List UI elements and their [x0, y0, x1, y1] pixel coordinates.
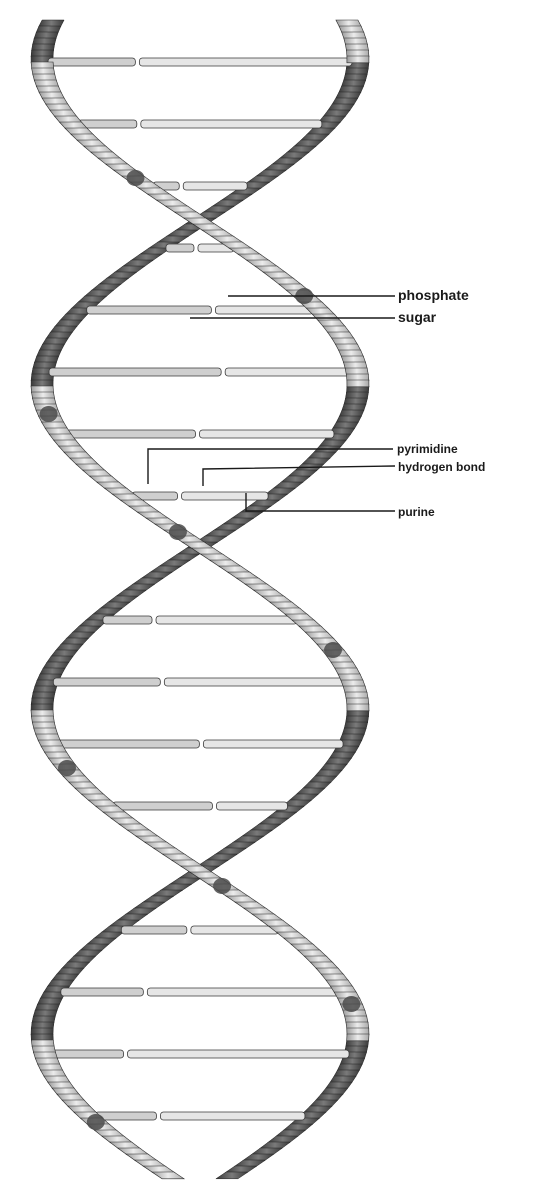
base-rung [87, 306, 212, 314]
sugar-spot [87, 1114, 105, 1130]
base-rung [66, 430, 195, 438]
base-rung [203, 740, 343, 748]
front-strand [31, 20, 369, 1179]
sugar-spot [213, 878, 231, 894]
base-rung [51, 1050, 124, 1058]
sugar-spot [169, 524, 187, 540]
base-rung [191, 926, 279, 934]
sugar-label: sugar [398, 309, 437, 325]
strand-segment [347, 380, 369, 387]
base-rung [160, 1112, 304, 1120]
base-rung [183, 182, 247, 190]
strand-segment [152, 1172, 184, 1179]
base-rung [61, 988, 143, 996]
sugar-spot [58, 760, 76, 776]
base-rung [156, 616, 297, 624]
sugar-spot [40, 406, 58, 422]
purine-label: purine [398, 505, 435, 519]
base-rung [182, 492, 269, 500]
base-rung [164, 678, 346, 686]
hydrogen-bond-label: hydrogen bond [398, 460, 485, 474]
strand-segment [347, 704, 369, 711]
strand-segment [347, 56, 369, 63]
base-rung [78, 120, 137, 128]
base-rung [53, 678, 160, 686]
base-rung [95, 1112, 156, 1120]
base-rung [128, 1050, 349, 1058]
sugar-spot [127, 170, 145, 186]
base-rung [216, 802, 287, 810]
base-rung [225, 368, 351, 376]
base-rung [103, 616, 152, 624]
base-rung [121, 926, 187, 934]
base-rung [49, 368, 221, 376]
base-rung [139, 58, 352, 66]
base-rung [147, 988, 339, 996]
pyrimidine-label: pyrimidine [397, 442, 458, 456]
sugar-spot [342, 996, 360, 1012]
base-rung [57, 740, 199, 748]
base-rung [199, 430, 333, 438]
strand-segment [216, 1172, 248, 1179]
base-rung [113, 802, 213, 810]
base-rung [141, 120, 322, 128]
base-rung [48, 58, 135, 66]
back-strand [31, 20, 369, 1179]
sugar-spot [324, 642, 342, 658]
phosphate-label: phosphate [398, 287, 469, 303]
base-rung [215, 306, 313, 314]
base-rung [166, 244, 194, 252]
strand-segment [347, 1034, 369, 1041]
